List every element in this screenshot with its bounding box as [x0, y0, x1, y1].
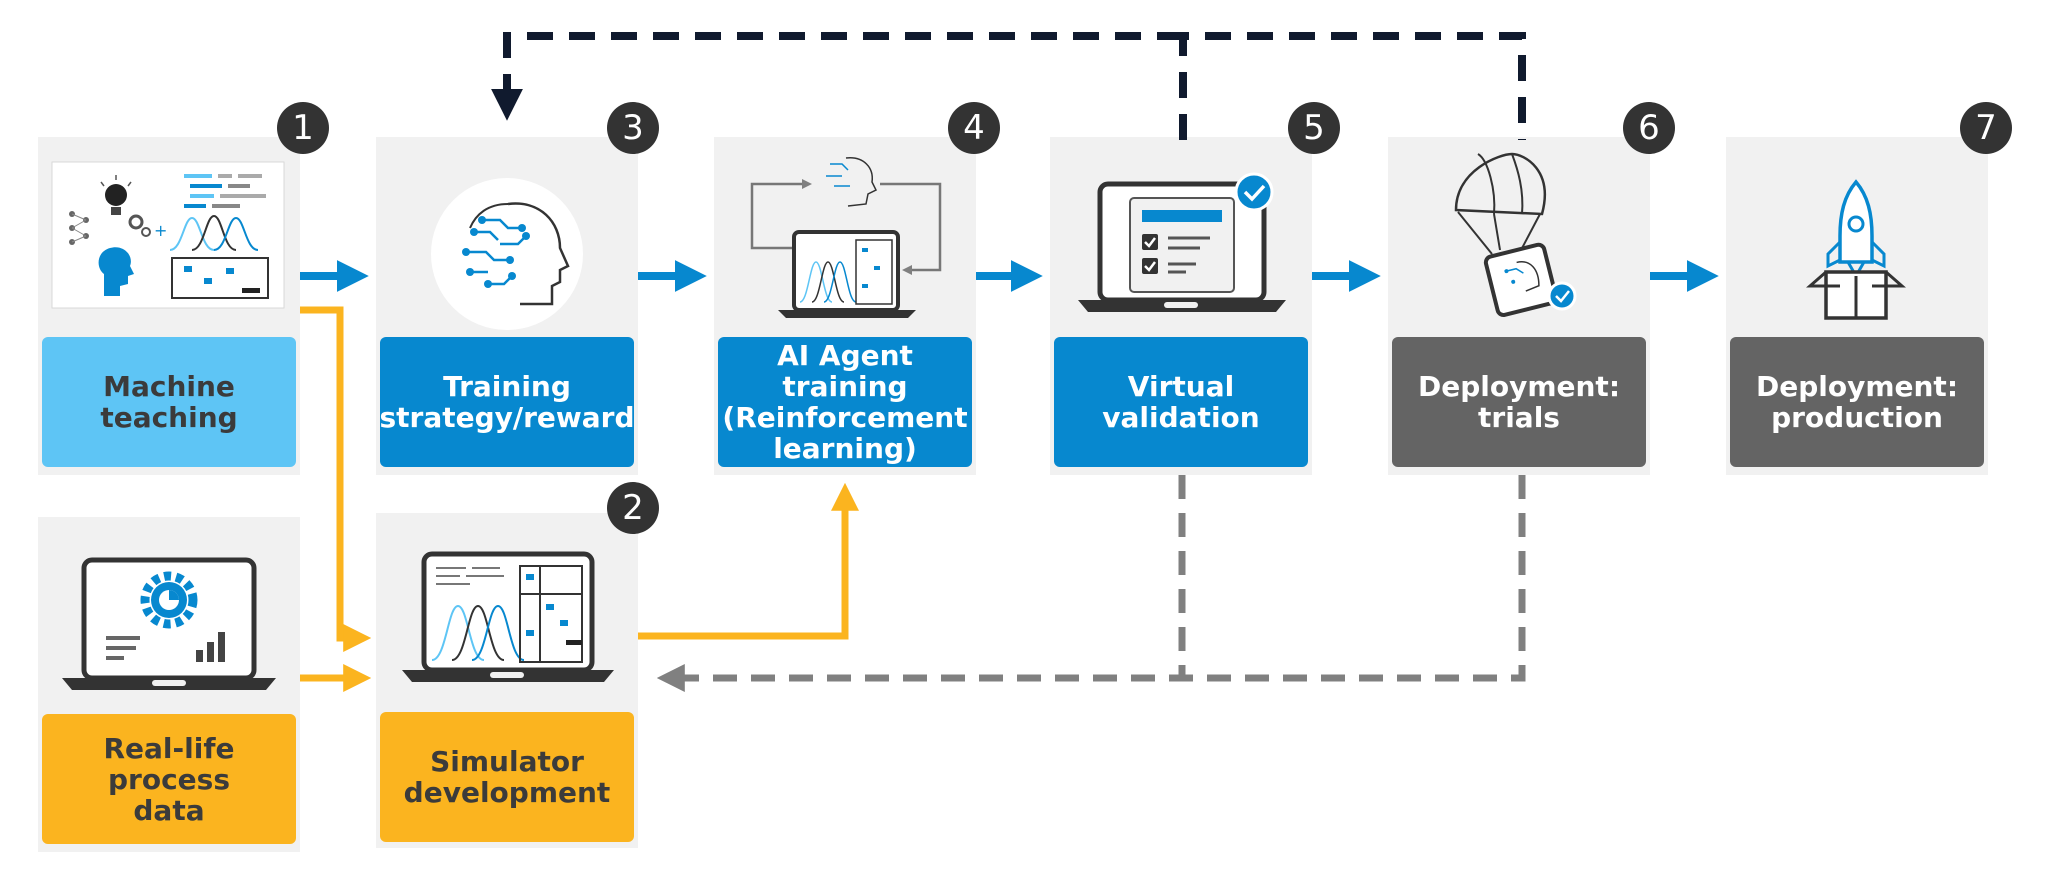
feedback-loop-bottom — [656, 475, 1526, 692]
step-4-badge: 4 — [948, 102, 1000, 154]
circuit-head-icon — [431, 178, 583, 330]
step-2-label: Simulator development — [380, 712, 634, 842]
simulator-arrows — [300, 306, 859, 692]
step-3-badge: 3 — [607, 102, 659, 154]
parachute-box-icon — [1454, 152, 1577, 317]
lightbulb-brain-chart-icon: + — [51, 161, 285, 309]
step-1-label: Machine teaching — [42, 337, 296, 467]
feedback-loop-top — [491, 32, 1526, 140]
laptop-simulator-icon — [402, 551, 614, 682]
svg-text:+: + — [154, 221, 167, 240]
rocket-box-icon — [1806, 179, 1906, 320]
laptop-checklist-icon — [1078, 172, 1286, 312]
step-1-badge: 1 — [277, 102, 329, 154]
step-6-label: Deployment: trials — [1392, 337, 1646, 467]
step-3-label: Training strategy/reward — [379, 337, 635, 467]
step-2-badge: 2 — [607, 482, 659, 534]
step-7-label: Deployment: production — [1730, 337, 1984, 467]
check-badge-icon — [1234, 172, 1274, 212]
input-label: Real-life process data — [42, 714, 296, 844]
gear-icon — [140, 571, 198, 629]
step-7-badge: 7 — [1960, 102, 2012, 154]
laptop-loop-icon — [750, 157, 942, 318]
step-4-label: AI Agent training (Reinforcement learnin… — [718, 337, 972, 467]
step-6-badge: 6 — [1623, 102, 1675, 154]
step-5-label: Virtual validation — [1054, 337, 1308, 467]
step-5-badge: 5 — [1288, 102, 1340, 154]
laptop-gear-icon — [62, 557, 276, 690]
